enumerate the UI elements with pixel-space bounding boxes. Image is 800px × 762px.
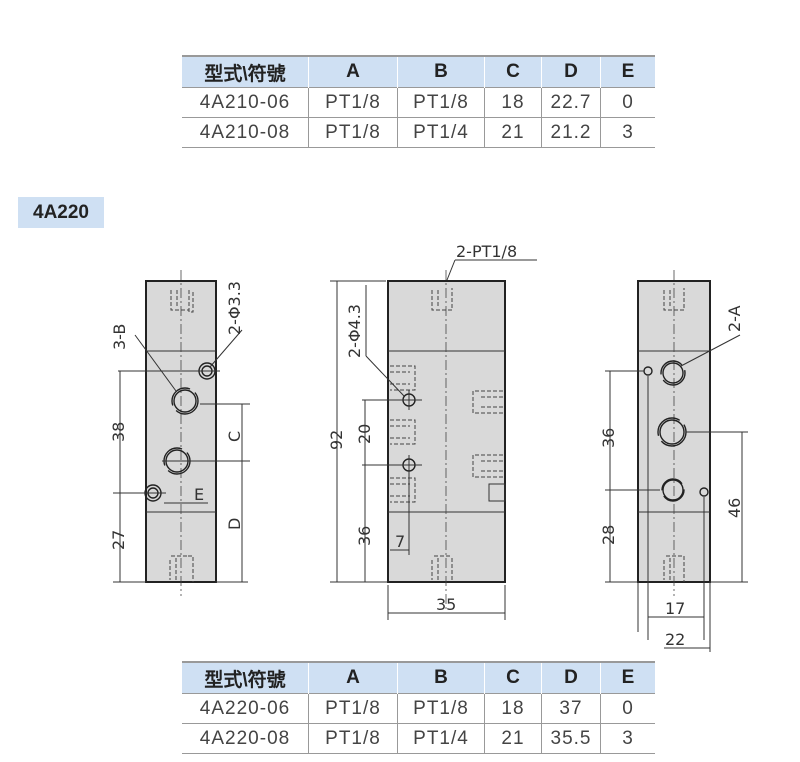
cell: PT1/8: [308, 87, 398, 118]
cell: 37: [541, 693, 601, 724]
cell: PT1/4: [397, 117, 485, 148]
cell: PT1/8: [397, 87, 485, 118]
dim-35: 35: [436, 595, 456, 614]
cell: 3: [600, 723, 655, 754]
dim-92: 92: [327, 430, 346, 450]
dim-36: 36: [355, 526, 374, 546]
header-e: E: [600, 56, 655, 88]
dim-17: 17: [665, 599, 685, 618]
right-view: 2-A 36 28 46 17 22: [599, 270, 748, 652]
cell: PT1/4: [397, 723, 485, 754]
dim-36-right: 36: [599, 428, 618, 448]
dim-27: 27: [109, 530, 128, 550]
cell: 4A220-06: [182, 693, 309, 724]
table-header-row: 型式\符號 A B C D E: [182, 662, 655, 694]
cell: PT1/8: [397, 693, 485, 724]
table-row: 4A210-08 PT1/8 PT1/4 21 21.2 3: [182, 117, 655, 148]
table-row: 4A210-06 PT1/8 PT1/8 18 22.7 0: [182, 87, 655, 118]
cell: 4A210-06: [182, 87, 309, 118]
cell: 21.2: [541, 117, 601, 148]
header-d: D: [541, 662, 601, 694]
header-b: B: [397, 662, 485, 694]
table-row: 4A220-06 PT1/8 PT1/8 18 37 0: [182, 693, 655, 724]
dim-20: 20: [355, 424, 374, 444]
cell: 21: [484, 723, 542, 754]
center-view: 2-PT1/8 2-Φ4.3 92 20 36 7 35: [327, 242, 537, 620]
table-row: 4A220-08 PT1/8 PT1/4 21 35.5 3: [182, 723, 655, 754]
dim-22: 22: [665, 630, 685, 649]
header-c: C: [484, 662, 542, 694]
dim-46: 46: [725, 498, 744, 518]
label-ports-a: 2-A: [725, 305, 744, 332]
left-view: 3-B 2-Φ3.3 38 27 C D E: [109, 270, 250, 596]
header-c: C: [484, 56, 542, 88]
table-header-row: 型式\符號 A B C D E: [182, 56, 655, 88]
label-holes-4-3: 2-Φ4.3: [345, 304, 364, 358]
cell: PT1/8: [308, 723, 398, 754]
dim-e: E: [194, 485, 204, 504]
label-ports-b: 3-B: [110, 324, 129, 350]
header-e: E: [600, 662, 655, 694]
spec-table-4a220: 型式\符號 A B C D E 4A220-06 PT1/8 PT1/8 18 …: [182, 661, 655, 754]
cell: 3: [600, 117, 655, 148]
label-port-pt: 2-PT1/8: [456, 242, 517, 261]
dim-d: D: [225, 518, 244, 530]
spec-table-4a210: 型式\符號 A B C D E 4A210-06 PT1/8 PT1/8 18 …: [182, 55, 655, 148]
cell: 0: [600, 693, 655, 724]
dim-7: 7: [395, 532, 405, 551]
dim-c: C: [225, 431, 244, 442]
header-a: A: [308, 56, 398, 88]
header-b: B: [397, 56, 485, 88]
header-model: 型式\符號: [182, 662, 309, 694]
dim-38: 38: [109, 422, 128, 442]
cell: 0: [600, 87, 655, 118]
cell: PT1/8: [308, 693, 398, 724]
section-title: 4A220: [18, 197, 104, 228]
cell: 4A210-08: [182, 117, 309, 148]
cell: 18: [484, 87, 542, 118]
header-a: A: [308, 662, 398, 694]
label-holes-3-3: 2-Φ3.3: [225, 281, 244, 335]
cell: 21: [484, 117, 542, 148]
cell: 18: [484, 693, 542, 724]
header-d: D: [541, 56, 601, 88]
cell: PT1/8: [308, 117, 398, 148]
cell: 22.7: [541, 87, 601, 118]
header-model: 型式\符號: [182, 56, 309, 88]
cell: 4A220-08: [182, 723, 309, 754]
cell: 35.5: [541, 723, 601, 754]
dim-28: 28: [599, 525, 618, 545]
